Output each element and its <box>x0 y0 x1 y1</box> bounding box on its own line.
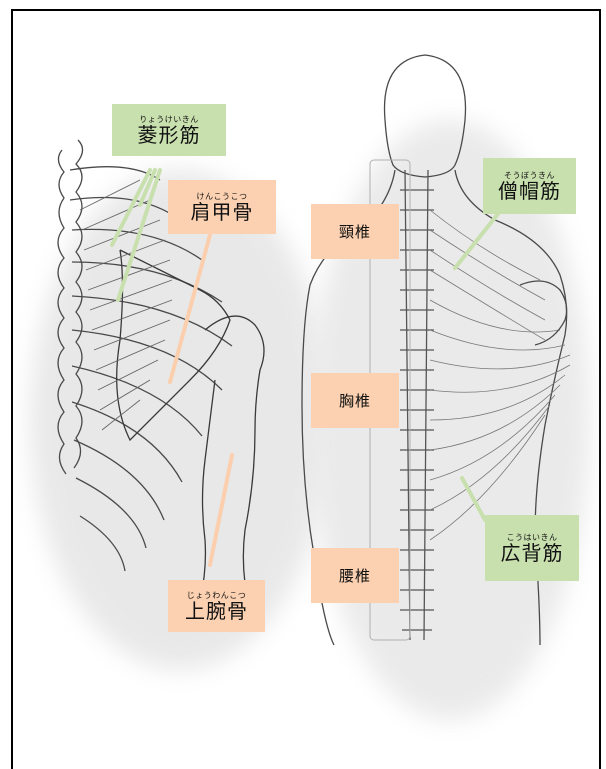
scapula-text: 肩甲骨 <box>191 201 254 223</box>
trapezius-text: 僧帽筋 <box>498 180 561 202</box>
cervical-label: 頸椎 <box>311 204 399 259</box>
trapezius-label: そうぼうきん 僧帽筋 <box>483 158 576 214</box>
latissimus-label: こうはいきん 広背筋 <box>485 515 579 581</box>
lumbar-text: 腰椎 <box>339 565 371 586</box>
humerus-text: 上腕骨 <box>185 600 248 622</box>
scapula-label: けんこうこつ 肩甲骨 <box>168 180 276 234</box>
thoracic-text: 胸椎 <box>339 390 371 411</box>
rhomboid-text: 菱形筋 <box>138 124 201 146</box>
latissimus-text: 広背筋 <box>501 542 564 564</box>
rhomboid-label: りょうけいきん 菱形筋 <box>112 104 226 156</box>
thoracic-label: 胸椎 <box>311 373 399 428</box>
humerus-label: じょうわんこつ 上腕骨 <box>168 580 265 632</box>
lumbar-label: 腰椎 <box>311 548 399 603</box>
cervical-text: 頸椎 <box>339 221 371 242</box>
